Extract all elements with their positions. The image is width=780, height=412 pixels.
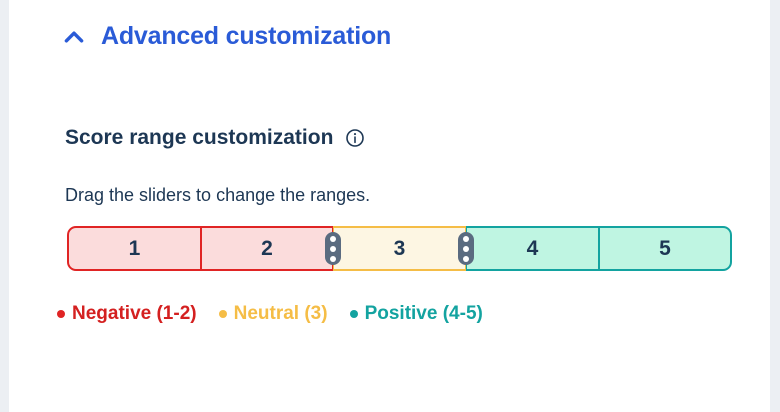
range-segment-label: 5	[659, 236, 671, 260]
slider-helper-text: Drag the sliders to change the ranges.	[65, 185, 371, 205]
section-title: Advanced customization	[101, 22, 392, 50]
range-segment-5[interactable]: 5	[599, 226, 732, 271]
handle-grip-dot	[463, 235, 469, 242]
legend-dot-neutral	[218, 310, 227, 318]
range-segment-1[interactable]: 1	[67, 226, 201, 271]
handle-grip-dot	[330, 255, 336, 262]
range-segment-label: 1	[128, 236, 141, 260]
handle-grip-dot	[330, 235, 336, 242]
legend-dot-negative	[57, 310, 65, 318]
handle-grip-dot	[463, 255, 469, 262]
handle-grip-dot	[463, 245, 469, 252]
range-segment-label: 2	[261, 236, 273, 260]
score-range-title: Score range customization	[65, 126, 334, 149]
range-segment-label: 3	[393, 236, 406, 260]
advanced-customization-header[interactable]: Advanced customization	[61, 22, 391, 51]
score-range-header: Score range customization	[65, 126, 365, 150]
score-range-slider[interactable]: 1 2 3 4 5	[67, 226, 732, 271]
neutral-positive-handle[interactable]	[458, 232, 474, 265]
legend-item-neutral: Neutral (3)	[218, 303, 328, 325]
legend-label-positive: Positive (4-5)	[364, 303, 483, 324]
legend-item-positive: Positive (4-5)	[349, 303, 483, 325]
range-segment-2[interactable]: 2	[201, 226, 333, 271]
page-panel: Advanced customization Score range custo…	[9, 0, 770, 412]
info-circle-icon[interactable]	[345, 128, 365, 148]
legend-label-negative: Negative (1-2)	[72, 303, 197, 324]
negative-neutral-handle[interactable]	[325, 232, 341, 265]
range-segment-label: 4	[526, 236, 539, 260]
handle-grip-dot	[330, 245, 336, 252]
chevron-up-icon[interactable]	[61, 24, 87, 50]
range-segment-4[interactable]: 4	[466, 226, 599, 271]
range-segment-3[interactable]: 3	[333, 226, 466, 271]
legend-item-negative: Negative (1-2)	[57, 303, 197, 325]
legend-dot-positive	[349, 310, 358, 318]
sentiment-legend: Negative (1-2) Neutral (3) Positive (4-5…	[57, 303, 483, 325]
legend-label-neutral: Neutral (3)	[233, 303, 328, 324]
